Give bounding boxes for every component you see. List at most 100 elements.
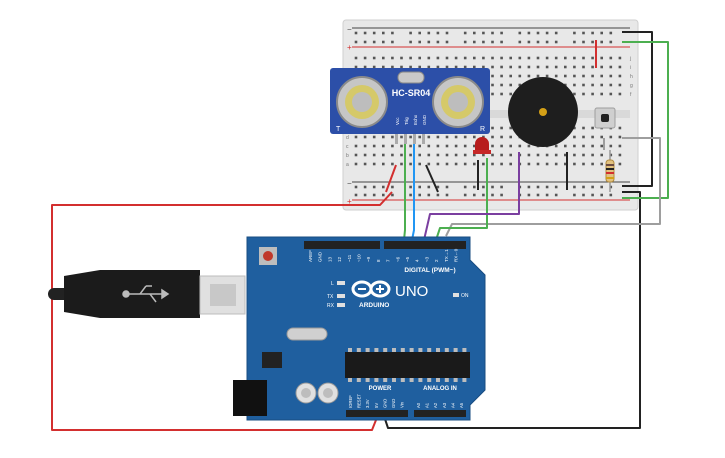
breadboard-hole[interactable] bbox=[436, 40, 440, 44]
breadboard-hole[interactable] bbox=[600, 92, 603, 96]
breadboard-hole[interactable] bbox=[509, 153, 512, 157]
breadboard-hole[interactable] bbox=[463, 135, 467, 139]
breadboard-hole[interactable] bbox=[536, 153, 540, 157]
breadboard-hole[interactable] bbox=[473, 40, 476, 44]
breadboard-hole[interactable] bbox=[536, 31, 540, 35]
resistor[interactable] bbox=[605, 150, 615, 192]
push-button[interactable] bbox=[594, 107, 616, 129]
breadboard-hole[interactable] bbox=[573, 56, 576, 60]
breadboard-hole[interactable] bbox=[582, 83, 585, 87]
breadboard-hole[interactable] bbox=[482, 31, 485, 35]
breadboard-hole[interactable] bbox=[573, 92, 576, 96]
breadboard-hole[interactable] bbox=[554, 162, 558, 166]
breadboard-hole[interactable] bbox=[518, 40, 522, 44]
breadboard-hole[interactable] bbox=[400, 65, 403, 69]
breadboard-hole[interactable] bbox=[582, 135, 585, 139]
breadboard-hole[interactable] bbox=[418, 56, 421, 60]
breadboard-hole[interactable] bbox=[491, 31, 494, 35]
breadboard-hole[interactable] bbox=[400, 144, 403, 148]
breadboard-hole[interactable] bbox=[527, 74, 531, 78]
breadboard-hole[interactable] bbox=[436, 185, 440, 189]
breadboard-hole[interactable] bbox=[491, 56, 494, 60]
breadboard-hole[interactable] bbox=[545, 193, 549, 197]
breadboard-hole[interactable] bbox=[609, 31, 613, 35]
breadboard-hole[interactable] bbox=[363, 31, 367, 35]
breadboard-hole[interactable] bbox=[609, 144, 613, 148]
sensor-pins[interactable] bbox=[395, 134, 425, 144]
breadboard-hole[interactable] bbox=[600, 74, 603, 78]
breadboard-hole[interactable] bbox=[564, 153, 567, 157]
breadboard-hole[interactable] bbox=[600, 31, 603, 35]
breadboard-hole[interactable] bbox=[363, 162, 367, 166]
breadboard-hole[interactable] bbox=[427, 56, 431, 60]
breadboard-hole[interactable] bbox=[427, 65, 431, 69]
breadboard-hole[interactable] bbox=[573, 193, 576, 197]
breadboard-hole[interactable] bbox=[482, 162, 485, 166]
breadboard-hole[interactable] bbox=[473, 185, 476, 189]
header-power[interactable] bbox=[346, 410, 408, 417]
breadboard-hole[interactable] bbox=[545, 31, 549, 35]
breadboard-hole[interactable] bbox=[500, 144, 503, 148]
breadboard-hole[interactable] bbox=[554, 153, 558, 157]
ultrasonic-sensor[interactable]: HC-SR04 T R Vcc Trig Echo GND bbox=[330, 68, 490, 144]
breadboard-hole[interactable] bbox=[600, 193, 603, 197]
red-led[interactable] bbox=[473, 137, 491, 154]
breadboard-hole[interactable] bbox=[609, 135, 613, 139]
breadboard-hole[interactable] bbox=[454, 153, 458, 157]
breadboard-hole[interactable] bbox=[582, 126, 585, 130]
breadboard-hole[interactable] bbox=[509, 65, 512, 69]
breadboard-hole[interactable] bbox=[354, 162, 358, 166]
breadboard-hole[interactable] bbox=[500, 56, 503, 60]
breadboard-hole[interactable] bbox=[582, 92, 585, 96]
breadboard-hole[interactable] bbox=[491, 40, 494, 44]
breadboard-hole[interactable] bbox=[500, 83, 503, 87]
breadboard-hole[interactable] bbox=[372, 153, 376, 157]
breadboard-hole[interactable] bbox=[500, 31, 503, 35]
wire-buzzer-purple[interactable] bbox=[423, 152, 520, 241]
breadboard-hole[interactable] bbox=[409, 56, 412, 60]
breadboard-hole[interactable] bbox=[618, 126, 622, 130]
wire-sensor-gnd-black[interactable] bbox=[425, 164, 439, 193]
breadboard-hole[interactable] bbox=[509, 135, 512, 139]
breadboard-hole[interactable] bbox=[391, 56, 394, 60]
breadboard-hole[interactable] bbox=[372, 193, 376, 197]
breadboard-hole[interactable] bbox=[554, 185, 558, 189]
reset-button[interactable] bbox=[263, 251, 273, 261]
breadboard-hole[interactable] bbox=[491, 153, 494, 157]
breadboard-hole[interactable] bbox=[400, 153, 403, 157]
breadboard-hole[interactable] bbox=[500, 153, 503, 157]
breadboard-hole[interactable] bbox=[354, 144, 358, 148]
breadboard-hole[interactable] bbox=[473, 65, 476, 69]
breadboard-hole[interactable] bbox=[573, 162, 576, 166]
wire-rail-green[interactable] bbox=[622, 41, 669, 199]
breadboard-hole[interactable] bbox=[600, 83, 603, 87]
breadboard-hole[interactable] bbox=[391, 144, 394, 148]
breadboard-hole[interactable] bbox=[454, 162, 458, 166]
breadboard-hole[interactable] bbox=[518, 56, 522, 60]
breadboard-hole[interactable] bbox=[573, 153, 576, 157]
breadboard-hole[interactable] bbox=[545, 65, 549, 69]
breadboard-hole[interactable] bbox=[500, 92, 503, 96]
breadboard-hole[interactable] bbox=[400, 162, 403, 166]
breadboard-hole[interactable] bbox=[391, 31, 394, 35]
breadboard-hole[interactable] bbox=[618, 135, 622, 139]
breadboard-hole[interactable] bbox=[582, 74, 585, 78]
breadboard-hole[interactable] bbox=[400, 135, 403, 139]
breadboard-hole[interactable] bbox=[591, 126, 594, 130]
breadboard-hole[interactable] bbox=[609, 40, 613, 44]
breadboard-hole[interactable] bbox=[463, 65, 467, 69]
breadboard-hole[interactable] bbox=[518, 65, 522, 69]
breadboard-hole[interactable] bbox=[463, 153, 467, 157]
breadboard-hole[interactable] bbox=[482, 56, 485, 60]
breadboard-hole[interactable] bbox=[582, 40, 585, 44]
breadboard-hole[interactable] bbox=[582, 162, 585, 166]
breadboard-hole[interactable] bbox=[618, 83, 622, 87]
breadboard-hole[interactable] bbox=[609, 193, 613, 197]
wire-led-green[interactable] bbox=[435, 158, 488, 241]
breadboard-hole[interactable] bbox=[354, 193, 358, 197]
breadboard-hole[interactable] bbox=[473, 162, 476, 166]
breadboard-hole[interactable] bbox=[609, 56, 613, 60]
breadboard-hole[interactable] bbox=[554, 74, 558, 78]
breadboard-hole[interactable] bbox=[382, 40, 385, 44]
